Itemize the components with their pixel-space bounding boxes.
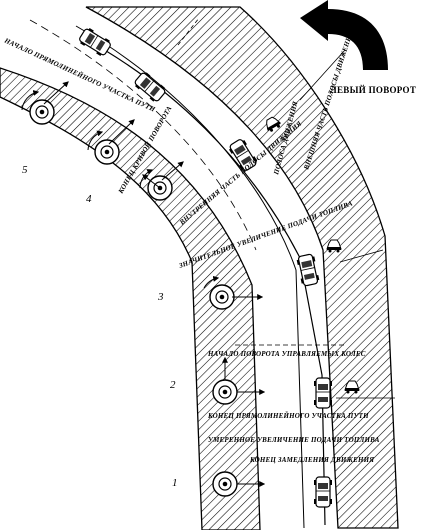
outer-segment-lines bbox=[299, 49, 395, 399]
steering-wheel-icon bbox=[212, 379, 238, 405]
stage-number-1: 1 bbox=[172, 477, 178, 489]
outer-roadside bbox=[85, 6, 399, 529]
car-icon bbox=[295, 252, 321, 288]
transverse-line-2 bbox=[177, 17, 200, 46]
car-icon bbox=[313, 377, 333, 409]
stage-number-3: 3 bbox=[157, 291, 164, 303]
label-end-brake: КОНЕЦ ЗАМЕДЛЕНИЯ ДВИЖЕНИЯ bbox=[249, 456, 374, 464]
steering-wheel-icon bbox=[209, 284, 235, 310]
stage-number-2: 2 bbox=[170, 379, 176, 391]
lane-line-inner bbox=[29, 19, 257, 251]
label-steer-start: НАЧАЛО ПОВОРОТА УПРАВЛЯЕМЫХ КОЛЕС bbox=[207, 350, 366, 358]
stage-number-5: 5 bbox=[22, 164, 28, 176]
stage-number-4: 4 bbox=[86, 193, 92, 205]
car-icon bbox=[313, 476, 333, 508]
vehicle-path bbox=[81, 36, 326, 526]
label-moderate-fuel: УМЕРЕННОЕ УВЕЛИЧЕНИЕ ПОДАЧИ ТОПЛИВА bbox=[208, 436, 380, 444]
left-turn-arrow-icon bbox=[300, 0, 388, 70]
car-icon bbox=[76, 25, 114, 59]
diagram-title: ЛЕВЫЙ ПОВОРОТ bbox=[330, 85, 416, 95]
steering-wheel-icon bbox=[94, 139, 120, 165]
label-end-straight: КОНЕЦ ПРЯМОЛИНЕЙНОГО УЧАСТКА ПУТИ bbox=[207, 412, 369, 420]
steering-wheel-icon bbox=[29, 99, 55, 125]
steering-wheel-icon bbox=[212, 471, 238, 497]
